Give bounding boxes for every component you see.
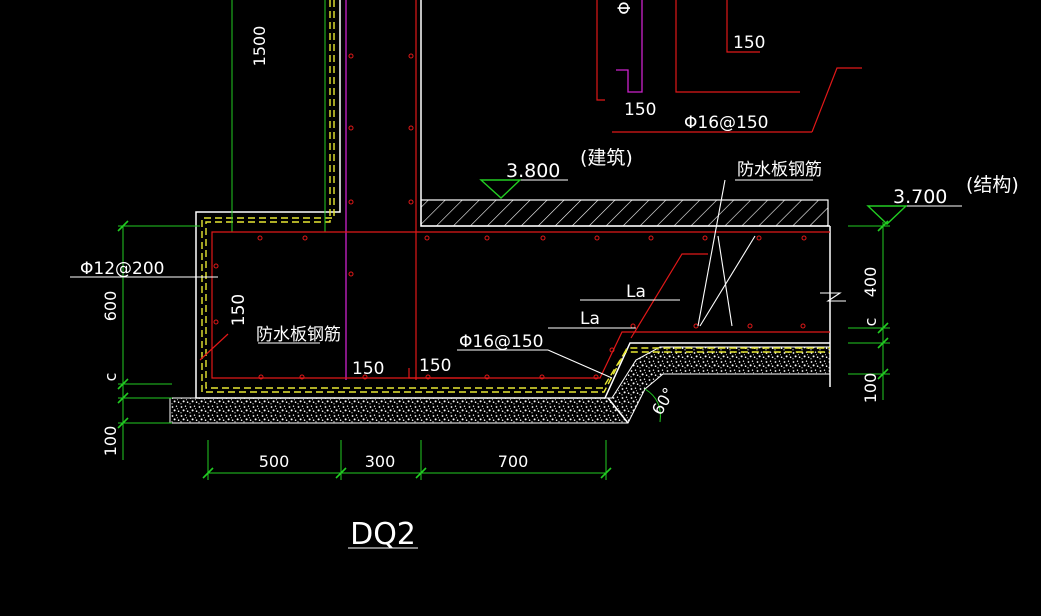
top-wall-dim: 1500 — [250, 26, 269, 67]
dim-600: 600 — [101, 291, 120, 322]
dim-100-left: 100 — [101, 426, 120, 457]
waterproof-membrane — [201, 0, 830, 393]
bottom-150-b: 150 — [419, 356, 451, 376]
waterproof-right-label: 防水板钢筋 — [737, 160, 822, 180]
elevation-architecture-value: 3.800 — [506, 160, 560, 182]
dim-c-right: c — [861, 318, 880, 327]
structure-outline — [195, 0, 831, 424]
elevation-structure-value: 3.700 — [893, 186, 947, 208]
dimension-ticks — [117, 220, 889, 479]
top-rebar-label: Φ16@150 — [684, 113, 768, 133]
dim-100-right: 100 — [861, 373, 880, 404]
top-150-a: 150 — [733, 33, 765, 53]
dim-500: 500 — [259, 452, 290, 471]
phi-symbol: Φ — [615, 1, 635, 14]
left-150-label: 150 — [229, 294, 249, 326]
la-lower-label: La — [580, 309, 600, 329]
dimension-lines — [118, 0, 890, 480]
la-upper-label: La — [626, 282, 646, 302]
mid-rebar-label: Φ16@150 — [459, 332, 543, 352]
hatched-floor-finish — [420, 199, 829, 227]
waterproof-left-label: 防水板钢筋 — [256, 325, 341, 345]
elevation-architecture-note: (建筑) — [580, 147, 633, 169]
dim-c-left: c — [101, 373, 120, 382]
magenta-rebars — [345, 0, 643, 380]
dim-700: 700 — [498, 452, 529, 471]
red-rebar-dots — [213, 53, 807, 380]
left-rebar-label: Φ12@200 — [80, 259, 164, 279]
elevation-marker-architecture — [479, 179, 522, 199]
angle-label: 60° — [648, 384, 679, 418]
elevation-structure-note: (结构) — [966, 174, 1019, 196]
elevation-marker-structure — [866, 205, 908, 225]
dim-400: 400 — [861, 267, 880, 298]
gravel-layer — [169, 346, 831, 424]
dim-300: 300 — [365, 452, 396, 471]
bottom-150-a: 150 — [352, 359, 384, 379]
red-rebars — [199, 0, 862, 380]
drawing-title: DQ2 — [350, 517, 416, 552]
top-150-b: 150 — [624, 100, 656, 120]
